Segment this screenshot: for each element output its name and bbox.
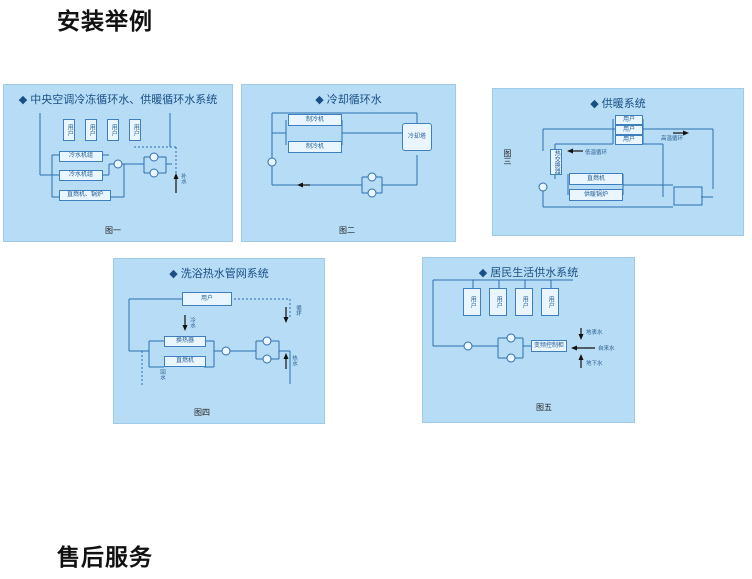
boiler-box: 供暖锅炉	[569, 189, 623, 201]
direct-fired-box: 直燃机	[164, 356, 206, 367]
user-box: 用户	[463, 288, 481, 316]
panel-title: ◆冷却循环水	[315, 93, 382, 106]
diagram-panel-3: ◆供暖系统 用户 用户 用户 高温循环 低温循环 热交换器 直燃机	[492, 88, 744, 236]
figure-caption: 图二	[339, 226, 355, 235]
pipe-diagram	[128, 298, 291, 387]
figure-caption: 图四	[194, 408, 210, 417]
diamond-icon: ◆	[18, 93, 28, 106]
direct-fired-box: 直燃机	[569, 173, 623, 185]
user-box: 用户	[615, 125, 643, 135]
user-box: 用户	[489, 288, 507, 316]
user-box: 用户	[615, 135, 643, 145]
chiller-box: 冷水机组	[59, 151, 103, 162]
user-box: 用户	[182, 292, 232, 306]
loop-label: 循环	[295, 305, 301, 316]
diamond-icon: ◆	[590, 97, 599, 110]
diamond-icon: ◆	[169, 267, 178, 280]
diagram-panel-5: ◆居民生活供水系统 用户 用户 用户 用户 变频控制柜 地表水 自来水 地下水	[422, 257, 635, 423]
user-box: 用户	[615, 115, 643, 125]
return-label: 回水	[159, 369, 165, 380]
diagram-panel-2: ◆冷却循环水 制冷机 制冷机 冷却塔 图二	[241, 84, 456, 242]
user-box: 用户	[85, 119, 97, 141]
pipe-diagram	[39, 113, 179, 198]
figure-caption: 图一	[105, 226, 121, 235]
pipe-diagram	[432, 279, 595, 368]
figure-caption: 图五	[536, 403, 552, 412]
panel-title: ◆居民生活供水系统	[478, 266, 579, 279]
cooling-tower-box: 冷却塔	[402, 123, 432, 151]
ground-water-label: 地下水	[586, 361, 603, 367]
chiller-box: 制冷机	[288, 114, 342, 126]
low-loop-label: 低温循环	[585, 150, 608, 156]
user-box: 用户	[129, 119, 141, 141]
cold-water-label: 冷水	[189, 317, 195, 328]
user-box: 用户	[107, 119, 119, 141]
diagram-panel-4: ◆洗浴热水管网系统	[113, 258, 325, 424]
high-loop-label: 高温循环	[661, 136, 684, 142]
panel-title: ◆洗浴热水管网系统	[169, 267, 269, 280]
refill-label: 补水	[180, 173, 186, 184]
tap-water-label: 自来水	[598, 346, 615, 352]
user-box: 用户	[515, 288, 533, 316]
diamond-icon: ◆	[315, 93, 324, 106]
panel-title: ◆中央空调冷冻循环水、供暖循环水系统	[18, 93, 218, 106]
pipe-diagram	[538, 119, 714, 208]
service-heading: 售后服务	[57, 545, 153, 571]
diamond-icon: ◆	[478, 266, 488, 279]
figure-caption: 图三	[503, 149, 512, 165]
chiller-box: 制冷机	[288, 141, 342, 153]
hot-water-label: 热水	[291, 355, 297, 366]
controller-box: 变频控制柜	[531, 340, 567, 352]
heat-exchanger-box: 换热器	[164, 336, 206, 347]
heat-exchanger-box: 热交换器	[550, 149, 562, 175]
boiler-box: 直燃机、锅炉	[59, 190, 111, 201]
panel-title: ◆供暖系统	[590, 97, 646, 110]
user-box: 用户	[541, 288, 559, 316]
chiller-box: 冷水机组	[59, 170, 103, 181]
surface-water-label: 地表水	[586, 330, 603, 336]
user-box: 用户	[63, 119, 75, 141]
pipe-diagram	[267, 112, 418, 198]
diagram-panel-1: ◆中央空调冷冻循环水、供暖循环水系统	[3, 84, 233, 242]
install-heading: 安装举例	[57, 9, 153, 35]
